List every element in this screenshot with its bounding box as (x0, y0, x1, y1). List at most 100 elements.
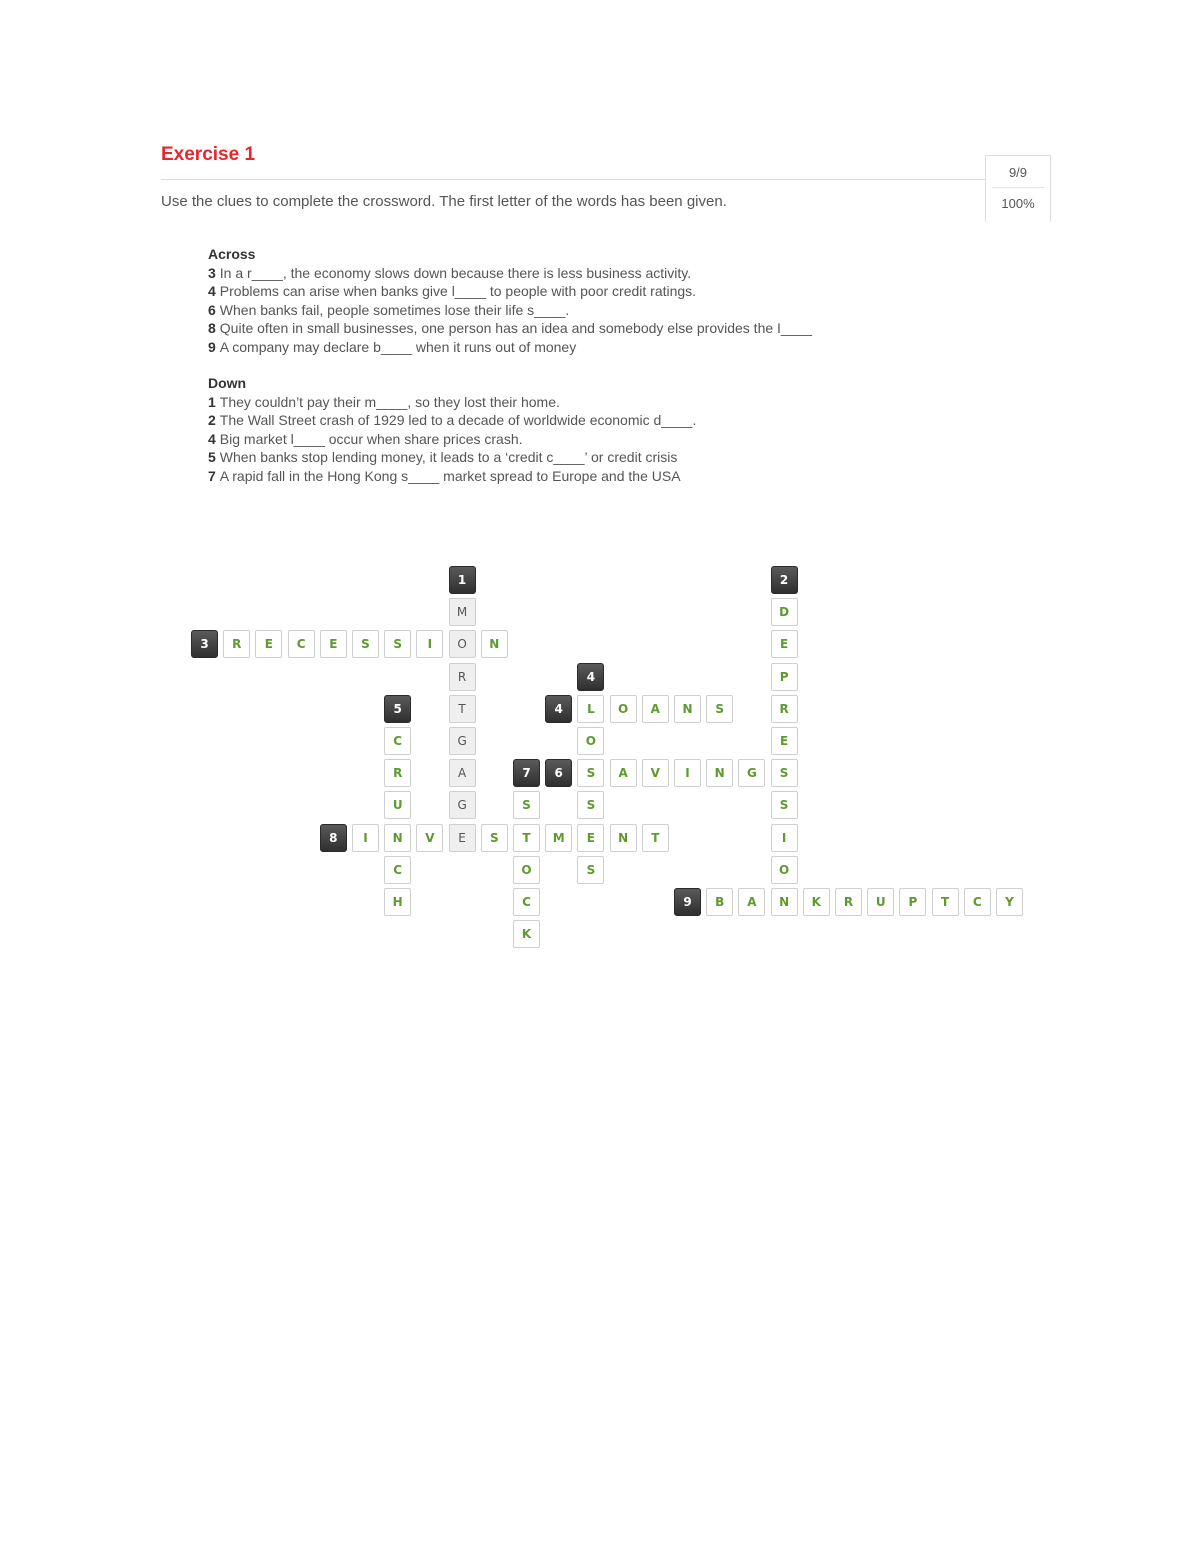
exercise-title: Exercise 1 (161, 144, 256, 165)
clue-number-cell: 6 (545, 759, 573, 788)
answer-letter-cell[interactable]: N (770, 888, 798, 916)
across-heading: Across (208, 246, 256, 262)
clue-text: Quite often in small businesses, one per… (219, 320, 813, 337)
answer-letter-cell[interactable]: A (641, 694, 669, 723)
clue-text: They couldn’t pay their m____, so they l… (219, 393, 560, 410)
answer-letter-cell[interactable]: K (802, 888, 830, 916)
answer-letter-cell[interactable]: O (577, 727, 605, 755)
answer-letter-cell[interactable]: L (577, 694, 605, 723)
clue-number: 4 (208, 430, 216, 447)
answer-letter-cell[interactable]: U (867, 888, 895, 916)
clue-number: 7 (208, 467, 216, 484)
answer-letter-cell[interactable]: O (770, 855, 798, 884)
answer-letter-cell[interactable]: A (609, 759, 637, 788)
answer-letter-cell[interactable]: N (384, 823, 412, 852)
clue-text: When banks fail, people sometimes lose t… (219, 301, 570, 318)
answer-letter-cell[interactable]: R (384, 759, 412, 788)
answer-letter-cell[interactable]: S (384, 630, 412, 659)
answer-letter-cell[interactable]: C (384, 855, 412, 884)
given-letter-cell: A (448, 759, 476, 788)
clue-text: A rapid fall in the Hong Kong s____ mark… (219, 467, 681, 484)
answer-letter-cell[interactable]: I (352, 823, 379, 852)
answer-letter-cell[interactable]: E (319, 630, 347, 659)
clue-number: 5 (208, 449, 216, 466)
answer-letter-cell[interactable]: T (641, 823, 669, 852)
answer-letter-cell[interactable]: S (706, 694, 734, 723)
score-panel: 9/9 100% (985, 155, 1051, 222)
answer-letter-cell[interactable]: S (770, 791, 798, 820)
answer-letter-cell[interactable]: E (770, 727, 798, 755)
answer-letter-cell[interactable]: A (738, 888, 766, 916)
answer-letter-cell[interactable]: S (577, 759, 605, 788)
answer-letter-cell[interactable]: S (513, 791, 540, 820)
answer-letter-cell[interactable]: C (384, 727, 412, 755)
answer-letter-cell[interactable]: D (770, 598, 798, 627)
clue-number-cell: 1 (448, 566, 476, 594)
answer-letter-cell[interactable]: N (706, 759, 734, 788)
clue-text: When banks stop lending money, it leads … (219, 449, 678, 466)
given-letter-cell: G (448, 727, 476, 755)
answer-letter-cell[interactable]: S (480, 823, 508, 852)
answer-letter-cell[interactable]: S (770, 759, 798, 788)
answer-letter-cell[interactable]: P (899, 888, 927, 916)
clue-number-cell: 7 (513, 759, 540, 788)
clue-number: 9 (208, 338, 216, 355)
given-letter-cell: R (448, 662, 476, 691)
clue-number-cell: 5 (384, 694, 412, 723)
answer-letter-cell[interactable]: T (513, 823, 540, 852)
answer-letter-cell[interactable]: S (577, 791, 605, 820)
answer-letter-cell[interactable]: S (352, 630, 379, 659)
score-count: 9/9 (992, 156, 1044, 188)
clue-number-cell: 4 (577, 662, 605, 691)
answer-letter-cell[interactable]: M (545, 823, 573, 852)
answer-letter-cell[interactable]: N (674, 694, 701, 723)
clue-text: A company may declare b____ when it runs… (219, 338, 577, 355)
answer-letter-cell[interactable]: C (287, 630, 315, 659)
answer-letter-cell[interactable]: E (255, 630, 283, 659)
clue-number-cell: 4 (545, 694, 573, 723)
answer-letter-cell[interactable]: O (609, 694, 637, 723)
answer-letter-cell[interactable]: N (480, 630, 508, 659)
answer-letter-cell[interactable]: U (384, 791, 412, 820)
down-heading: Down (208, 375, 247, 391)
answer-letter-cell[interactable]: T (931, 888, 959, 916)
answer-letter-cell[interactable]: P (770, 662, 798, 691)
answer-letter-cell[interactable]: I (674, 759, 701, 788)
answer-letter-cell[interactable]: O (513, 855, 540, 884)
clue-text: Big market l____ occur when share prices… (219, 430, 523, 447)
answer-letter-cell[interactable]: H (384, 888, 412, 916)
answer-letter-cell[interactable]: V (416, 823, 444, 852)
answer-letter-cell[interactable]: I (770, 823, 798, 852)
given-letter-cell: E (448, 823, 476, 852)
answer-letter-cell[interactable]: C (963, 888, 991, 916)
answer-letter-cell[interactable]: R (835, 888, 862, 916)
clue-number: 8 (208, 320, 216, 337)
answer-letter-cell[interactable]: C (513, 888, 540, 916)
answer-letter-cell[interactable]: Y (996, 888, 1023, 916)
answer-letter-cell[interactable]: E (770, 630, 798, 659)
given-letter-cell: T (448, 694, 476, 723)
answer-letter-cell[interactable]: N (609, 823, 637, 852)
answer-letter-cell[interactable]: G (738, 759, 766, 788)
answer-letter-cell[interactable]: V (641, 759, 669, 788)
clue-number: 6 (208, 301, 216, 318)
answer-letter-cell[interactable]: K (513, 920, 540, 949)
answer-letter-cell[interactable]: E (577, 823, 605, 852)
answer-letter-cell[interactable]: B (706, 888, 734, 916)
exercise-instructions: Use the clues to complete the crossword.… (161, 193, 727, 210)
answer-letter-cell[interactable]: I (416, 630, 444, 659)
clue-text: In a r____, the economy slows down becau… (219, 264, 692, 281)
answer-letter-cell[interactable]: S (577, 855, 605, 884)
answer-letter-cell[interactable]: R (770, 694, 798, 723)
clue-number: 3 (208, 264, 216, 281)
answer-letter-cell[interactable]: R (223, 630, 251, 659)
